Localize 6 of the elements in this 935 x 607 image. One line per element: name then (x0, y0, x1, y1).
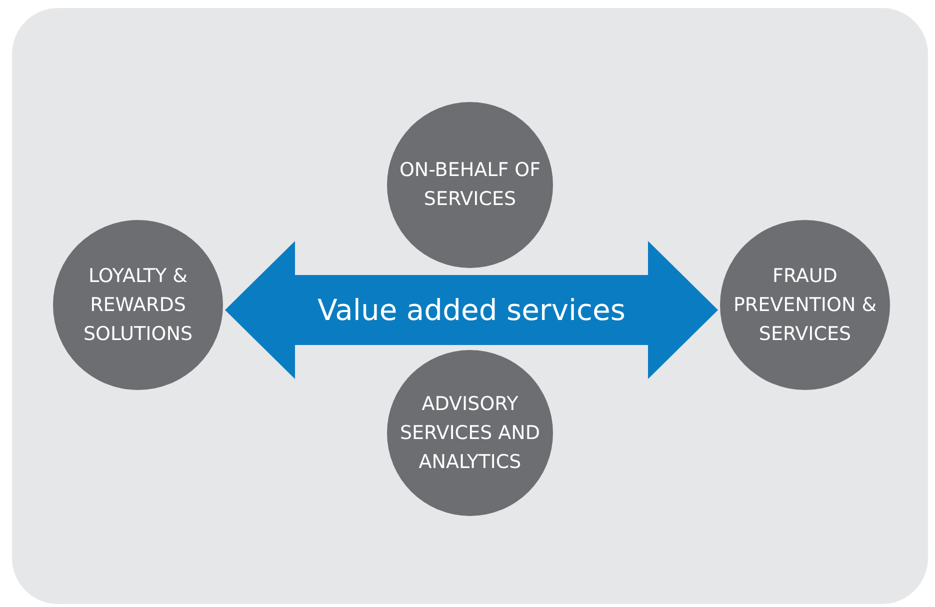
service-name: LOYALTY & REWARDS SOLUTIONS (82, 264, 194, 346)
service-name: FRAUD PREVENTION & SERVICES (732, 264, 878, 346)
service-name: ADVISORY SERVICES AND ANALYTICS (398, 392, 542, 474)
double-arrow (225, 241, 718, 379)
edge-label: Value added services (318, 293, 626, 327)
service-name: ON-BEHALF OF SERVICES (398, 158, 542, 212)
